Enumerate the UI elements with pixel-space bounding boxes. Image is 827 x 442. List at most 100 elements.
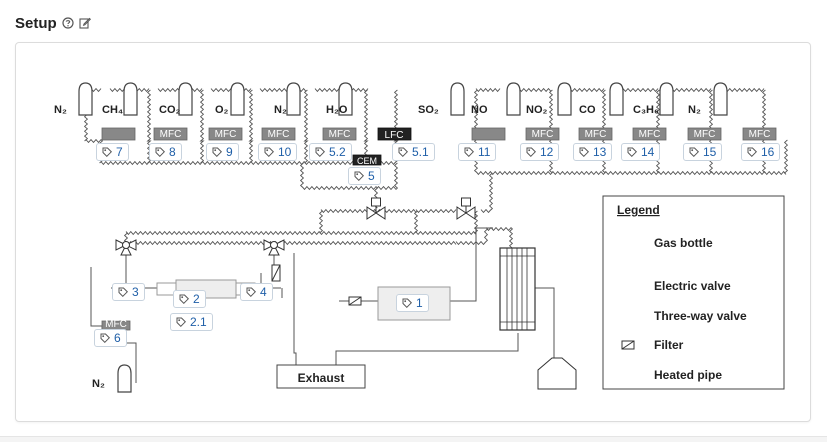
tag-label: 6 — [114, 331, 121, 345]
legend-item-label: Electric valve — [654, 279, 731, 293]
tag-icon — [398, 147, 408, 157]
page-title: Setup — [15, 14, 57, 32]
tag-label: 2 — [193, 292, 200, 306]
tag-label: 8 — [169, 145, 176, 159]
gas-label: NO — [471, 104, 488, 116]
controller-box — [101, 127, 136, 141]
mfc-box — [208, 127, 243, 141]
gas-bottle-icon — [338, 82, 353, 116]
tag-6[interactable]: 6 — [94, 329, 127, 347]
help-icon[interactable] — [62, 17, 74, 29]
gas-bottle-icon — [506, 82, 521, 116]
mfc-box-label: MFC — [329, 129, 351, 140]
filter-icon — [621, 340, 635, 350]
gas-label: N₂ — [688, 104, 701, 116]
legend-item-label: Gas bottle — [654, 236, 713, 250]
tag-5.2[interactable]: 5.2 — [309, 143, 352, 161]
tag-4[interactable]: 4 — [240, 283, 273, 301]
tag-icon — [176, 317, 186, 327]
tag-13[interactable]: 13 — [573, 143, 613, 161]
gas-label: SO₂ — [418, 104, 439, 116]
tag-icon — [747, 147, 757, 157]
tag-label: 15 — [703, 145, 717, 159]
header: Setup — [15, 12, 91, 34]
tag-icon — [627, 147, 637, 157]
electric-valve-icon — [456, 197, 476, 220]
cem-box — [352, 154, 382, 166]
gas-bottle-icon — [123, 82, 138, 116]
tag-9[interactable]: 9 — [206, 143, 239, 161]
lfc-box-label: LFC — [385, 130, 404, 141]
tag-14[interactable]: 14 — [621, 143, 661, 161]
legend — [602, 195, 785, 390]
mfc-box-label: MFC — [268, 129, 290, 140]
pipe — [449, 227, 493, 302]
legend-item-label: Three-way valve — [654, 309, 747, 323]
tag-label: 13 — [593, 145, 607, 159]
heated-pipe — [666, 87, 712, 93]
gas-bottle-icon — [78, 82, 93, 116]
tag-label: 12 — [540, 145, 554, 159]
tag-2[interactable]: 2 — [173, 290, 206, 308]
tag-1[interactable]: 1 — [396, 294, 429, 312]
tag-icon — [264, 147, 274, 157]
mfc-box-label: MFC — [639, 129, 661, 140]
tag-icon — [246, 287, 256, 297]
tag-3[interactable]: 3 — [112, 283, 145, 301]
gas-bottle-icon — [117, 364, 132, 393]
gas-label: CH₄ — [102, 104, 123, 116]
gas-bottle-icon — [286, 82, 301, 116]
heated-pipe — [83, 89, 397, 166]
legend-item-label: Filter — [654, 338, 684, 352]
tag-label: 14 — [641, 145, 655, 159]
gas-bottle-icon — [450, 82, 465, 116]
heated-pipe — [123, 210, 479, 244]
gas-label: N₂ — [274, 104, 287, 116]
mfc-box — [578, 127, 613, 141]
tag-10[interactable]: 10 — [258, 143, 298, 161]
mfc-box-label: MFC — [585, 129, 607, 140]
tag-7[interactable]: 7 — [96, 143, 129, 161]
tag-8[interactable]: 8 — [149, 143, 182, 161]
reactor-cap — [156, 282, 177, 296]
gas-bottle-icon — [557, 82, 572, 116]
heated-pipe — [303, 89, 309, 164]
gas-label: N₂ — [92, 378, 105, 390]
tag-12[interactable]: 12 — [520, 143, 560, 161]
tag-label: 3 — [132, 285, 139, 299]
tag-label: 5 — [368, 169, 375, 183]
tag-label: 10 — [278, 145, 292, 159]
tag-label: 7 — [116, 145, 123, 159]
heated-pipe — [473, 89, 789, 176]
mfc-box-label: MFC — [105, 319, 127, 330]
tag-5.1[interactable]: 5.1 — [392, 143, 435, 161]
tag-11[interactable]: 11 — [458, 143, 497, 161]
pipe — [293, 253, 297, 365]
tag-16[interactable]: 16 — [741, 143, 781, 161]
heated-pipe — [199, 89, 205, 164]
mfc-box — [153, 127, 188, 141]
mfc-box — [261, 127, 296, 141]
heated-pipe — [480, 172, 494, 214]
gas-label: H₂O — [326, 104, 348, 116]
exhaust-box — [276, 364, 366, 389]
tag-label: 5.2 — [329, 145, 346, 159]
tag-icon — [526, 147, 536, 157]
heated-pipe — [363, 89, 369, 164]
tag-icon — [212, 147, 222, 157]
mfc-box-label: MFC — [160, 129, 182, 140]
tag-label: 11 — [478, 145, 491, 159]
mfc-box — [742, 127, 777, 141]
edit-icon[interactable] — [79, 17, 91, 29]
gas-label: CO — [579, 104, 596, 116]
gas-bottle-icon — [178, 82, 193, 116]
tag-label: 1 — [416, 296, 423, 310]
tag-5[interactable]: 5 — [348, 167, 381, 185]
gas-bottle-icon — [659, 82, 674, 116]
gas-label: N₂ — [54, 104, 67, 116]
tag-15[interactable]: 15 — [683, 143, 723, 161]
legend-item-label: Heated pipe — [654, 368, 722, 382]
tag-2.1[interactable]: 2.1 — [170, 313, 213, 331]
